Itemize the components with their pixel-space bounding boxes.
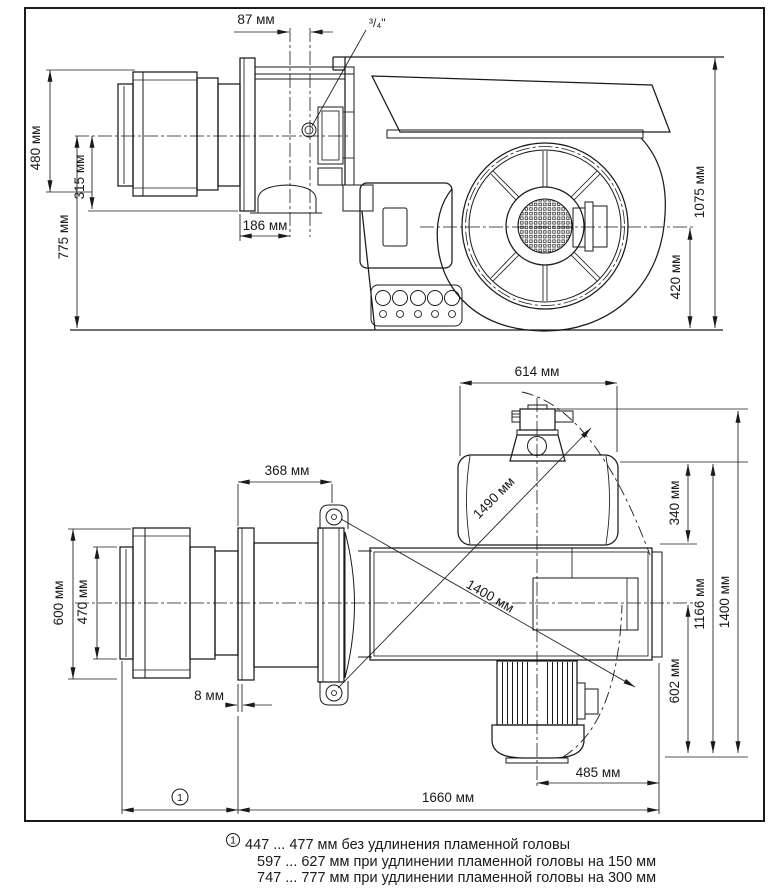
- dim-775mm: 775 мм: [56, 136, 80, 328]
- burner-housing-plan: [369, 547, 663, 661]
- position-marker-circle: [171, 788, 189, 806]
- dim-602mm-label: 602 мм: [667, 659, 682, 704]
- dim-1166mm-label: 1166 мм: [692, 578, 707, 629]
- hood-bar: [386, 129, 644, 139]
- footnote-line-3: 747 ... 777 мм при удлинении пламенной г…: [257, 870, 656, 886]
- footnote: 1 447 ... 477 мм без удлинения пламенной…: [226, 833, 656, 886]
- inner-detail: [532, 577, 639, 631]
- air-inlet-hood: [370, 75, 671, 133]
- flame-head-side: [117, 71, 241, 197]
- dim-87mm-label: 87 мм: [237, 12, 274, 27]
- housing-front-side: [301, 57, 376, 331]
- dim-470mm-label: 470 мм: [75, 580, 90, 625]
- fan-spokes: [490, 151, 601, 301]
- scroll-outline: [436, 137, 666, 332]
- dim-1075mm-label: 1075 мм: [692, 166, 707, 218]
- control-display: [382, 207, 408, 247]
- dim-8mm-label: 8 мм: [194, 688, 224, 703]
- dim-340mm-label: 340 мм: [667, 481, 682, 526]
- mounting-flange-side: [239, 57, 256, 212]
- dim-gas-connection: ³/₄": [311, 16, 386, 127]
- dim-420mm: 420 мм: [668, 228, 693, 328]
- dim-1660mm-label: 1660 мм: [422, 790, 474, 805]
- rear-flange: [651, 551, 663, 658]
- mounting-flange-plan: [237, 527, 255, 681]
- footnote-line-2: 597 ... 627 мм при удлинении пламенной г…: [257, 854, 656, 870]
- dim-368mm: 368 мм: [237, 463, 333, 526]
- dim-485mm: 485 мм: [537, 765, 659, 786]
- dim-614mm-label: 614 мм: [515, 364, 560, 379]
- position-marker-number: 1: [177, 792, 183, 804]
- fan-wheel: [461, 142, 629, 310]
- dim-8mm: 8 мм: [194, 684, 272, 712]
- dim-614mm: 614 мм: [459, 364, 618, 456]
- motor-grille: [517, 198, 573, 254]
- dim-186mm-label: 186 мм: [243, 218, 288, 233]
- pressure-switch: [317, 106, 344, 165]
- dim-head-length-marker: 1: [121, 661, 239, 814]
- slide-tube-side: [250, 66, 355, 214]
- dim-602mm: 602 мм: [665, 605, 748, 758]
- dim-600mm: 600 мм: [51, 528, 131, 680]
- fan-housing-side: [333, 56, 724, 332]
- fan-hub: [505, 186, 585, 266]
- dim-1400mm-diag-label: 1400 мм: [464, 577, 517, 616]
- dim-315mm-label: 315 мм: [72, 155, 87, 200]
- dim-1660mm: 1660 мм: [238, 663, 660, 814]
- dim-480mm-label: 480 мм: [28, 126, 43, 171]
- dim-368mm-label: 368 мм: [265, 463, 310, 478]
- motor-shaft-flange: [572, 201, 608, 252]
- dim-1490mm-radius: 1490 мм: [337, 427, 592, 689]
- dim-1166mm: 1166 мм: [620, 461, 748, 753]
- swing-arc-bottom: [562, 604, 623, 758]
- dim-1490mm-label: 1490 мм: [470, 474, 517, 522]
- dim-775mm-label: 775 мм: [56, 215, 71, 260]
- dim-1400mm-vertical: 1400 мм: [546, 408, 748, 753]
- gas-connection-label: ³/₄": [369, 16, 386, 30]
- dim-1400mm-vert-label: 1400 мм: [717, 576, 732, 628]
- dim-420mm-label: 420 мм: [668, 255, 683, 300]
- servo-actuator: [509, 404, 574, 462]
- motor-terminal: [576, 682, 586, 720]
- sight-glass-bump: [257, 184, 317, 213]
- swing-arc-top: [521, 391, 651, 556]
- dim-470mm: 470 мм: [75, 546, 117, 660]
- panel-buttons: [375, 290, 460, 318]
- dim-485mm-label: 485 мм: [576, 765, 621, 780]
- drawing-border: [24, 7, 765, 822]
- side-view: 87 мм ³/₄" 480 мм 315 мм 775 мм 186 мм: [28, 12, 724, 332]
- hinge-tab-bottom: [319, 681, 349, 706]
- footnote-line-1: 447 ... 477 мм без удлинения пламенной г…: [245, 837, 570, 853]
- dim-340mm: 340 мм: [660, 464, 697, 545]
- dim-1075mm: 1075 мм: [692, 58, 718, 328]
- button-panel: [370, 284, 463, 327]
- gas-connection-port: [301, 122, 317, 138]
- dim-186mm: 186 мм: [239, 214, 290, 241]
- plan-view: 1490 мм 1400 мм 614 мм 368 мм 600 мм: [51, 364, 748, 814]
- dim-87mm: 87 мм: [234, 12, 333, 35]
- footnote-marker-circle: [226, 833, 240, 847]
- footnote-marker-number: 1: [230, 835, 236, 847]
- hinge-pin-bottom: [325, 684, 343, 702]
- motor-end-cap: [491, 724, 585, 759]
- hinge-flange: [317, 504, 372, 706]
- dim-600mm-label: 600 мм: [51, 581, 66, 626]
- dim-315mm: 315 мм: [72, 136, 238, 212]
- control-panel: [359, 182, 463, 327]
- hinge-pin-top: [325, 508, 343, 526]
- leader-line: [311, 29, 367, 127]
- hinge-tab-top: [319, 504, 349, 529]
- fan-motor-plan: [491, 660, 599, 764]
- burner-tube-plan: [253, 542, 319, 668]
- dim-480mm: 480 мм: [28, 69, 135, 193]
